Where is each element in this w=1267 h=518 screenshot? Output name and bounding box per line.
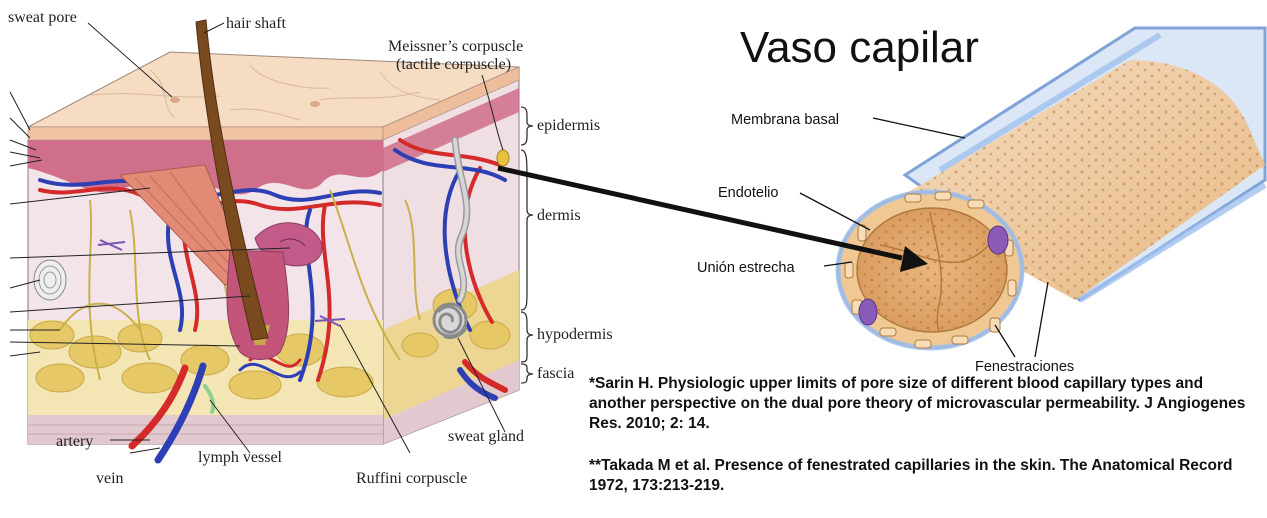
capillary-title: Vaso capilar (740, 23, 979, 72)
label-hypodermis: hypodermis (537, 326, 613, 343)
label-artery: artery (56, 433, 93, 450)
label-meissner-line1: Meissner’s corpuscle (388, 38, 523, 55)
label-meissner-line2: (tactile corpuscle) (396, 56, 511, 73)
label-epidermis: epidermis (537, 117, 600, 134)
label-ruffini-corpuscle: Ruffini corpuscle (356, 470, 467, 487)
label-fenestraciones: Fenestraciones (975, 359, 1074, 375)
label-lymph-vessel: lymph vessel (198, 449, 283, 466)
label-dermis: dermis (537, 207, 581, 224)
epidermis-front-edge (28, 127, 383, 140)
label-fascia: fascia (537, 365, 574, 382)
label-sweat-gland: sweat gland (448, 428, 524, 445)
label-hair-shaft: hair shaft (226, 15, 287, 32)
capillary-illustration: Vaso capilar (697, 23, 1265, 375)
meissner-corpuscle-shape (497, 150, 509, 166)
skin-cross-section: sweat pore hair shaft Meissner’s corpusc… (8, 9, 613, 487)
label-union-estrecha: Unión estrecha (697, 260, 795, 276)
label-membrana-basal: Membrana basal (731, 112, 839, 128)
sweat-pore-mark (170, 97, 180, 103)
references: *Sarin H. Physiologic upper limits of po… (589, 374, 1249, 518)
label-endotelio: Endotelio (718, 185, 778, 201)
reference-1: *Sarin H. Physiologic upper limits of po… (589, 374, 1249, 434)
label-sweat-pore: sweat pore (8, 9, 77, 26)
reference-2: **Takada M et al. Presence of fenestrate… (589, 456, 1249, 496)
layer-brackets (521, 107, 533, 383)
nucleus-1 (988, 226, 1008, 254)
label-vein: vein (96, 470, 124, 487)
nucleus-2 (859, 299, 877, 325)
sweat-gland-coil (434, 304, 466, 338)
